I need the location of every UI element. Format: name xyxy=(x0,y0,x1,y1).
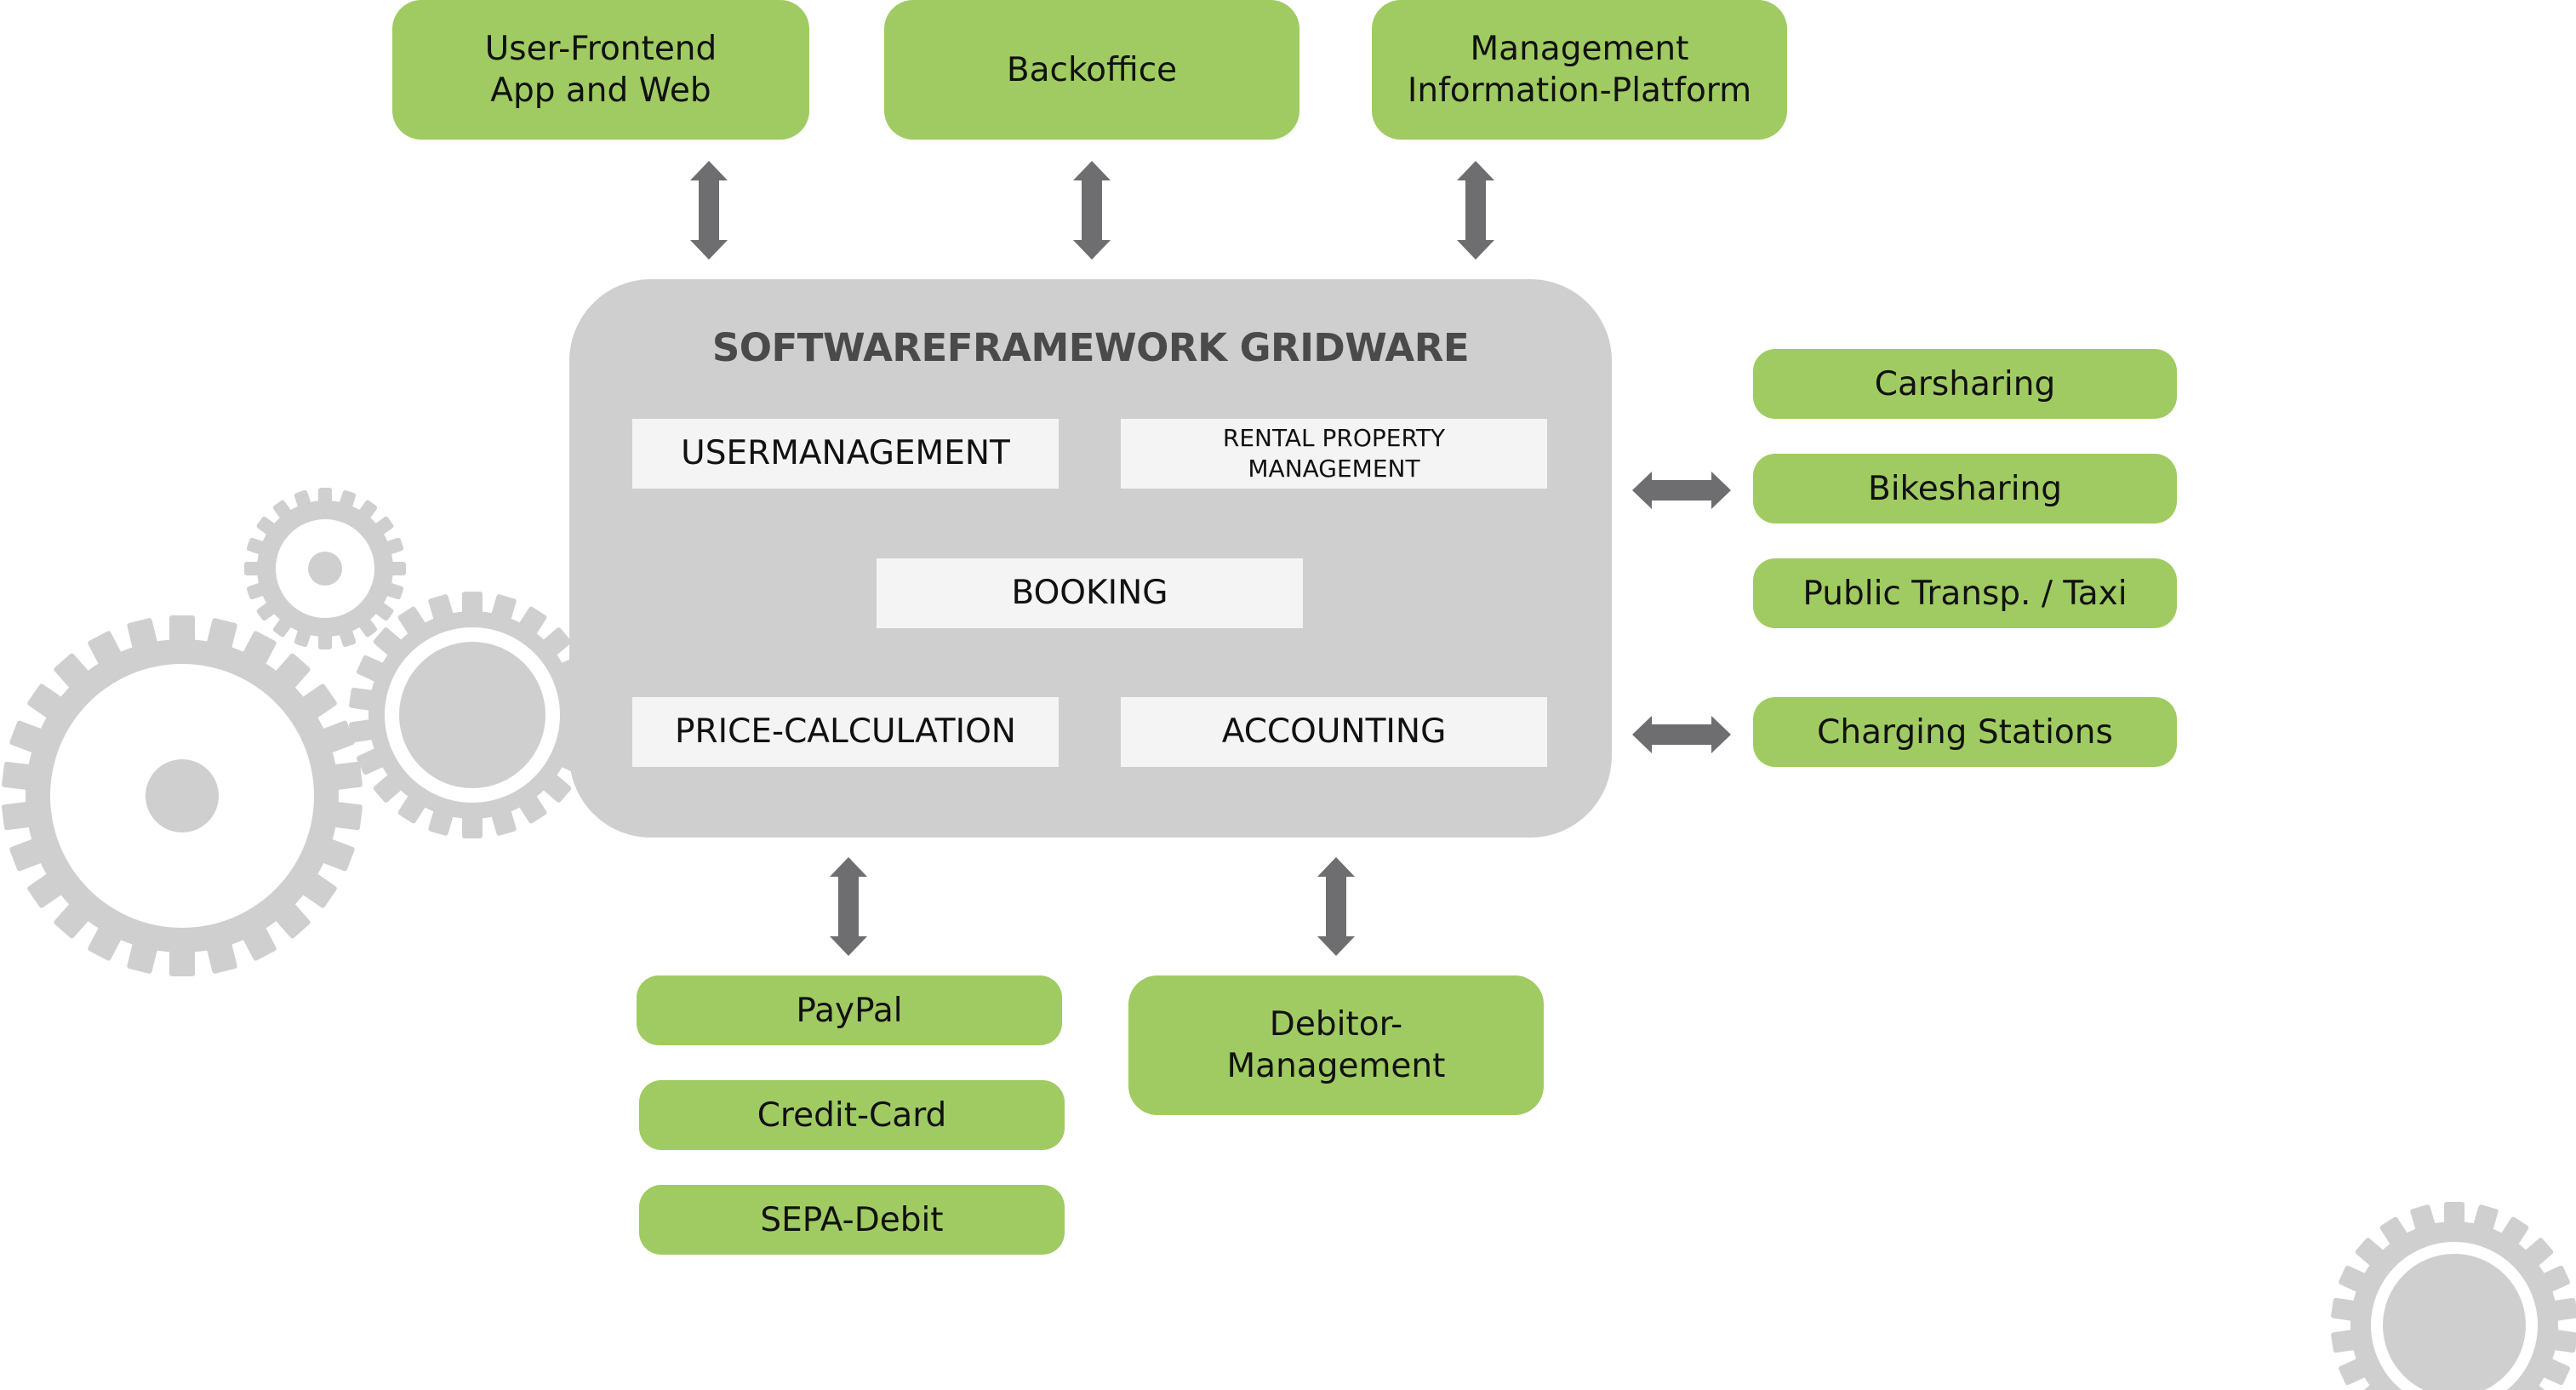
double-arrow-icon xyxy=(690,161,728,260)
gear-icon xyxy=(349,592,596,838)
double-arrow-icon xyxy=(1632,472,1731,509)
module-usermanagement: USERMANAGEMENT xyxy=(632,419,1059,489)
payment-sepa-debit: SEPA-Debit xyxy=(639,1185,1065,1255)
system-backoffice: Backoffice xyxy=(884,0,1299,140)
double-arrow-icon xyxy=(1317,857,1355,956)
module-accounting: ACCOUNTING xyxy=(1121,697,1547,767)
gear-icon xyxy=(244,488,406,649)
system-bikesharing: Bikesharing xyxy=(1753,454,2177,523)
system-user-frontend: User-Frontend App and Web xyxy=(392,0,809,140)
double-arrow-icon xyxy=(830,857,867,956)
gear-icon xyxy=(2,615,363,976)
module-rental-property-management: RENTAL PROPERTY MANAGEMENT xyxy=(1121,419,1547,489)
payment-paypal: PayPal xyxy=(637,975,1062,1045)
payment-credit-card: Credit-Card xyxy=(639,1080,1065,1150)
double-arrow-icon xyxy=(1632,716,1731,753)
system-debitor-management: Debitor- Management xyxy=(1128,975,1544,1115)
system-charging-stations: Charging Stations xyxy=(1753,697,2177,767)
system-public-transport-taxi: Public Transp. / Taxi xyxy=(1753,558,2177,628)
double-arrow-icon xyxy=(1457,161,1494,260)
gear-icon xyxy=(2331,1202,2576,1390)
double-arrow-icon xyxy=(1073,161,1111,260)
system-management-information-platform: Management Information-Platform xyxy=(1372,0,1787,140)
module-price-calculation: PRICE-CALCULATION xyxy=(632,697,1059,767)
module-booking: BOOKING xyxy=(877,558,1303,628)
framework-title: SOFTWAREFRAMEWORK GRIDWARE xyxy=(711,325,1470,370)
system-carsharing: Carsharing xyxy=(1753,349,2177,419)
